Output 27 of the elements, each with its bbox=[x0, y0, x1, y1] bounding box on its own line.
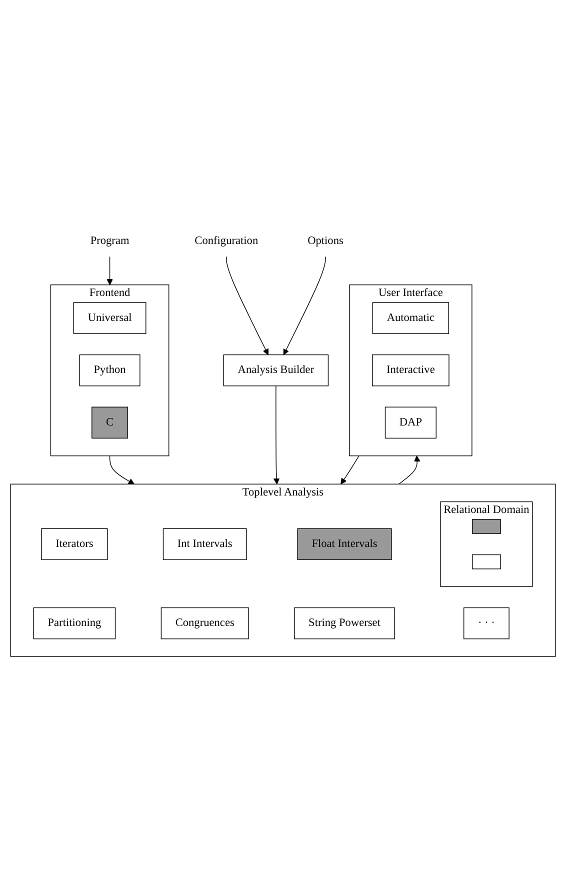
node-text: Options bbox=[308, 234, 344, 247]
node-box: Automatic bbox=[372, 302, 450, 334]
node-box: C bbox=[92, 406, 128, 439]
arrow bbox=[273, 386, 280, 484]
node-box: Analysis Builder bbox=[223, 354, 329, 386]
node-box bbox=[472, 554, 501, 570]
node-box: Int Intervals bbox=[162, 528, 247, 560]
node-box: Iterators bbox=[41, 528, 108, 560]
node-box: Congruences bbox=[160, 607, 249, 640]
arrow bbox=[109, 455, 134, 484]
node-box bbox=[472, 519, 501, 534]
arrow bbox=[106, 256, 113, 286]
arrow bbox=[398, 456, 420, 484]
node-box: String Powerset bbox=[294, 607, 395, 640]
node-box: · · · bbox=[464, 607, 510, 640]
node-text: Configuration bbox=[194, 234, 258, 247]
arrow bbox=[226, 256, 268, 356]
node-box: Python bbox=[79, 354, 140, 386]
node-box: Partitioning bbox=[33, 607, 116, 640]
node-box: DAP bbox=[384, 406, 436, 439]
cluster: Relational Domain bbox=[440, 501, 533, 587]
node-box: Universal bbox=[73, 302, 146, 334]
node-box: Float Intervals bbox=[297, 528, 392, 560]
node-box: Interactive bbox=[372, 354, 450, 386]
arrow bbox=[283, 256, 326, 356]
node-text: Program bbox=[90, 234, 130, 247]
arrow bbox=[340, 455, 360, 484]
